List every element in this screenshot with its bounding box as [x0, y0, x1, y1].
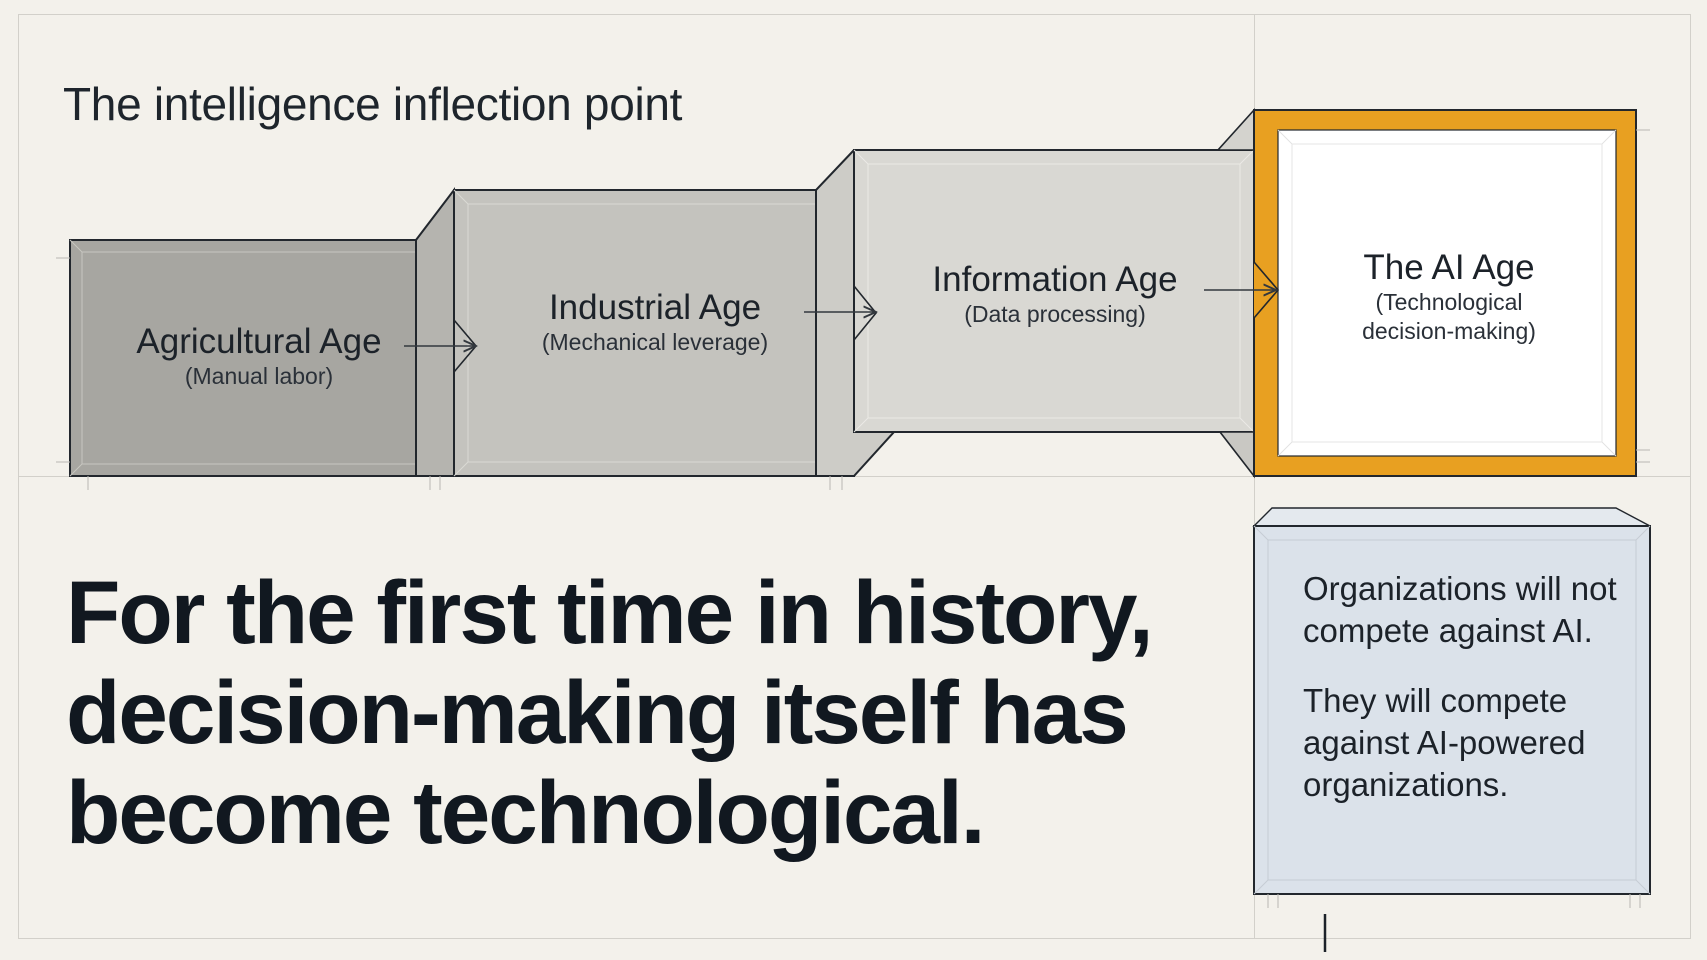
stage-name: Information Age [932, 260, 1178, 299]
label-information: Information Age (Data processing) [932, 260, 1177, 329]
step-information [815, 149, 1255, 479]
label-agricultural: Agricultural Age (Manual labor) [136, 322, 381, 391]
frame-bottom-line [18, 938, 1690, 939]
step-agricultural [69, 239, 455, 477]
note-paragraph-1: Organizations will not compete against A… [1303, 570, 1617, 649]
note-box [1252, 507, 1651, 908]
note-paragraph-2: They will compete against AI-powered org… [1303, 682, 1586, 803]
stage-subtitle: (Data processing) [964, 301, 1146, 327]
stage-name: Agricultural Age [136, 322, 382, 361]
stage-name: Industrial Age [548, 288, 762, 327]
label-ai: The AI Age (Technological decision-makin… [1362, 248, 1536, 346]
headline-line-3: become technological. [66, 762, 985, 862]
label-industrial: Industrial Age (Mechanical leverage) [542, 288, 768, 357]
slide-title: The intelligence inflection point [63, 77, 683, 130]
headline-line-2: decision-making itself has [66, 662, 1129, 762]
stage-subtitle-line-1: (Technological [1375, 289, 1523, 315]
stage-subtitle-line-2: decision-making) [1362, 318, 1536, 344]
stage-name: The AI Age [1363, 248, 1535, 287]
frame-right-line [1690, 14, 1691, 939]
headline: For the first time in history, decision-… [66, 562, 1154, 862]
note-text: Organizations will not compete against A… [1303, 568, 1623, 834]
stage-subtitle: (Mechanical leverage) [541, 329, 769, 355]
step-industrial [415, 187, 855, 477]
frame-top-line [18, 14, 1690, 15]
guide-ticks [56, 129, 1650, 490]
stage-subtitle: (Manual labor) [184, 363, 334, 389]
headline-line-1: For the first time in history, [66, 562, 1154, 662]
